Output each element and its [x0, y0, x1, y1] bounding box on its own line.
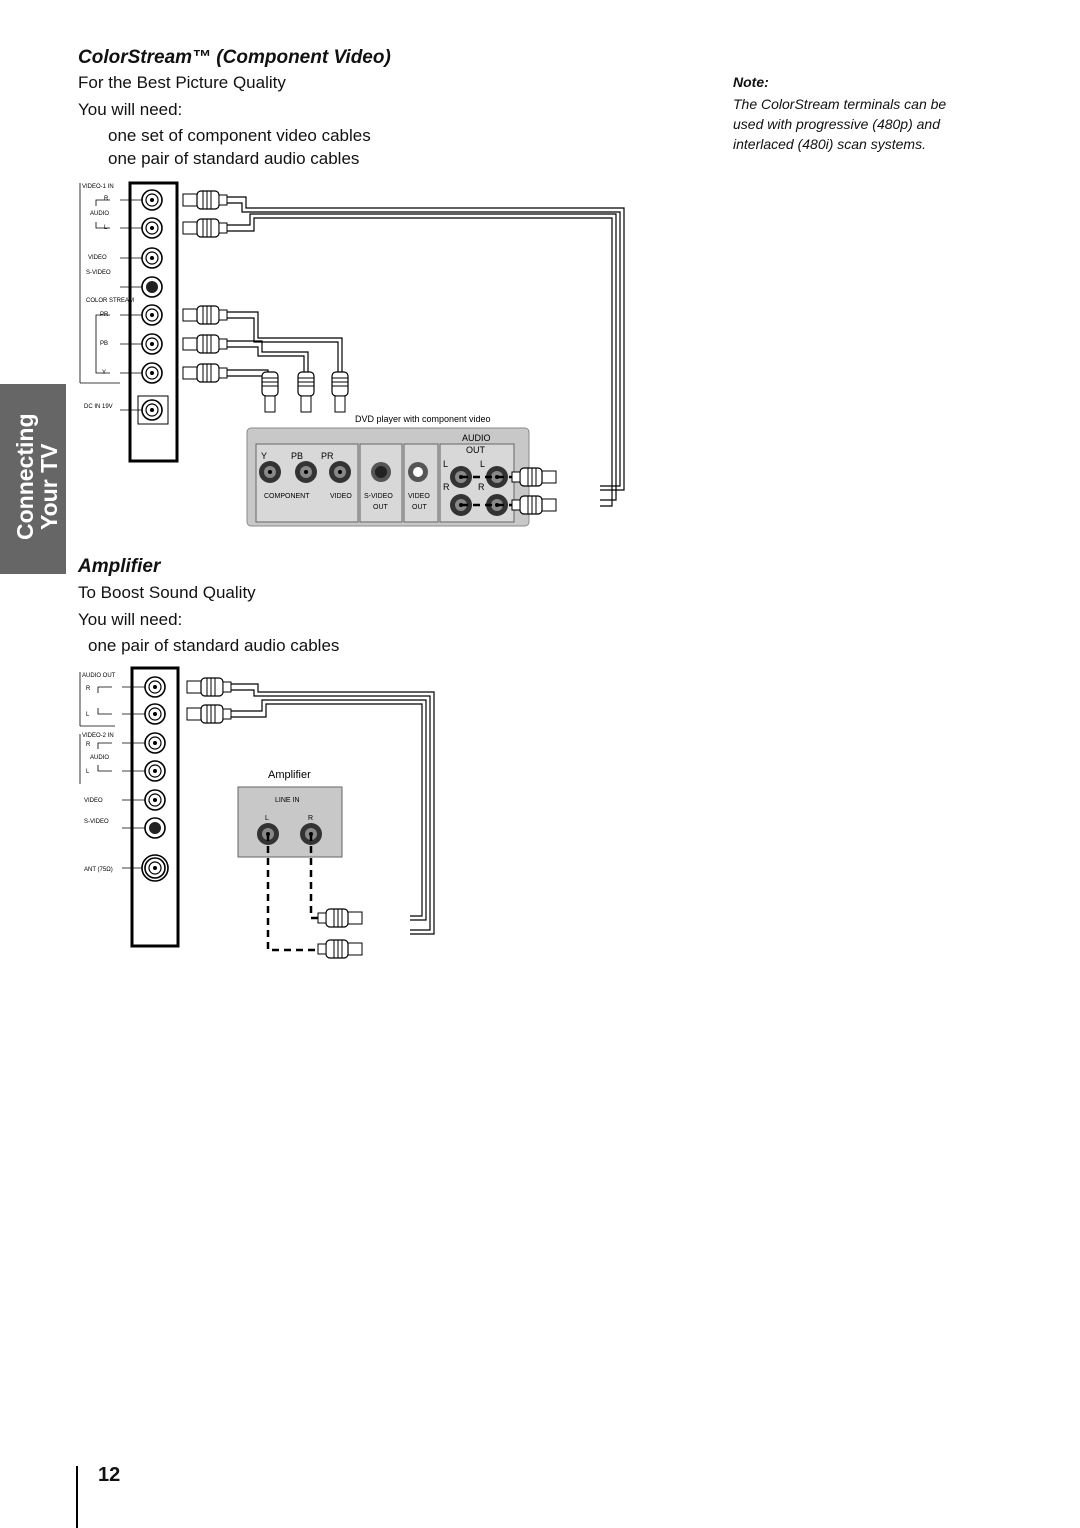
you-will-need-2: You will need: — [78, 610, 183, 629]
note-line: used with progressive (480p) and — [733, 116, 941, 132]
dvd-r2-label: R — [478, 482, 485, 492]
audio-cables-1 — [227, 196, 625, 507]
note-text: The ColorStream terminals can be used wi… — [733, 94, 946, 154]
audio-cables-2 — [231, 683, 435, 935]
you-will-need-1: You will need: — [78, 100, 183, 119]
label-y: Y — [102, 370, 106, 376]
dvd-caption: DVD player with component video — [355, 414, 491, 424]
label-pb: PB — [100, 341, 108, 347]
page-number: 12 — [98, 1464, 121, 1486]
dvd-audio-label: AUDIO — [462, 433, 491, 443]
label-l-3: L — [86, 769, 90, 775]
label-audio: AUDIO — [90, 211, 109, 217]
label-video1-in: VIDEO-1 IN — [82, 184, 114, 190]
section-subtitle-colorstream: For the Best Picture Quality — [78, 73, 286, 92]
dashed-audio-leads-2 — [266, 834, 362, 952]
dvd-pb-label: PB — [291, 451, 303, 461]
dvd-l2-label: L — [480, 459, 485, 469]
amp-caption: Amplifier — [268, 769, 311, 781]
page-number-rule — [76, 1466, 78, 1528]
dvd-component-label: COMPONENT — [264, 493, 310, 500]
amp-line-in-label: LINE IN — [275, 797, 300, 804]
note-heading: Note: — [733, 74, 769, 90]
dvd-jacks — [259, 461, 508, 516]
label-color-stream: COLOR STREAM — [86, 298, 134, 304]
diagram-component-video: VIDEO-1 IN R AUDIO L VIDEO S-VIDEO COLOR… — [79, 181, 625, 527]
label-audio-2: AUDIO — [90, 755, 109, 761]
need-item-component-cables: one set of component video cables — [108, 126, 371, 145]
section-tab — [0, 384, 66, 574]
amp-plugs — [317, 908, 363, 959]
dvd-pr-label: PR — [321, 451, 334, 461]
dvd-r-label: R — [443, 482, 450, 492]
label-l: L — [104, 225, 108, 231]
dvd-out-label: OUT — [466, 445, 486, 455]
dvd-video-out-label: VIDEO — [408, 493, 430, 500]
s-video-jack — [141, 276, 163, 298]
section-title-colorstream: ColorStream™ (Component Video) — [78, 47, 391, 68]
label-video2-in: VIDEO-2 IN — [82, 733, 114, 739]
dvd-s-video-label: S-VIDEO — [364, 493, 393, 500]
dvd-video-label: VIDEO — [330, 493, 352, 500]
component-cables — [227, 311, 343, 380]
label-r-2: R — [86, 686, 91, 692]
label-pr: PR — [100, 312, 109, 318]
dvd-video-out2-label: OUT — [412, 504, 428, 511]
label-l-2: L — [86, 712, 90, 718]
dashed-audio-leads-1 — [461, 475, 556, 507]
amp-l-label: L — [265, 815, 269, 822]
label-audio-out: AUDIO OUT — [82, 673, 116, 679]
label-s-video-2: S-VIDEO — [84, 819, 109, 825]
note-line: The ColorStream terminals can be — [733, 96, 947, 112]
label-r-3: R — [86, 742, 91, 748]
tv-jacks — [137, 189, 169, 425]
tv-plugs — [182, 190, 228, 383]
dvd-component-plugs — [261, 371, 349, 413]
amp-r-label: R — [308, 815, 313, 822]
label-r: R — [104, 196, 109, 202]
dvd-l-label: L — [443, 459, 448, 469]
section-title-amplifier: Amplifier — [78, 556, 161, 577]
dvd-y-label: Y — [261, 451, 267, 461]
need-item-audio-cables-2: one pair of standard audio cables — [88, 636, 340, 655]
label-video-2: VIDEO — [84, 798, 103, 804]
label-dc-in: DC IN 19V — [84, 404, 113, 410]
label-ant: ANT (75Ω) — [84, 867, 113, 873]
need-item-audio-cables: one pair of standard audio cables — [108, 149, 360, 168]
note-line: interlaced (480i) scan systems. — [733, 136, 926, 152]
amplifier-box — [237, 786, 343, 858]
section-subtitle-amplifier: To Boost Sound Quality — [78, 583, 256, 602]
label-s-video: S-VIDEO — [86, 270, 111, 276]
diagram-amplifier: AUDIO OUT R L VIDEO-2 IN R AUDIO L VIDEO… — [79, 666, 435, 959]
dvd-s-video-out-label: OUT — [373, 504, 389, 511]
label-video: VIDEO — [88, 255, 107, 261]
tv-plugs-2 — [186, 677, 232, 724]
